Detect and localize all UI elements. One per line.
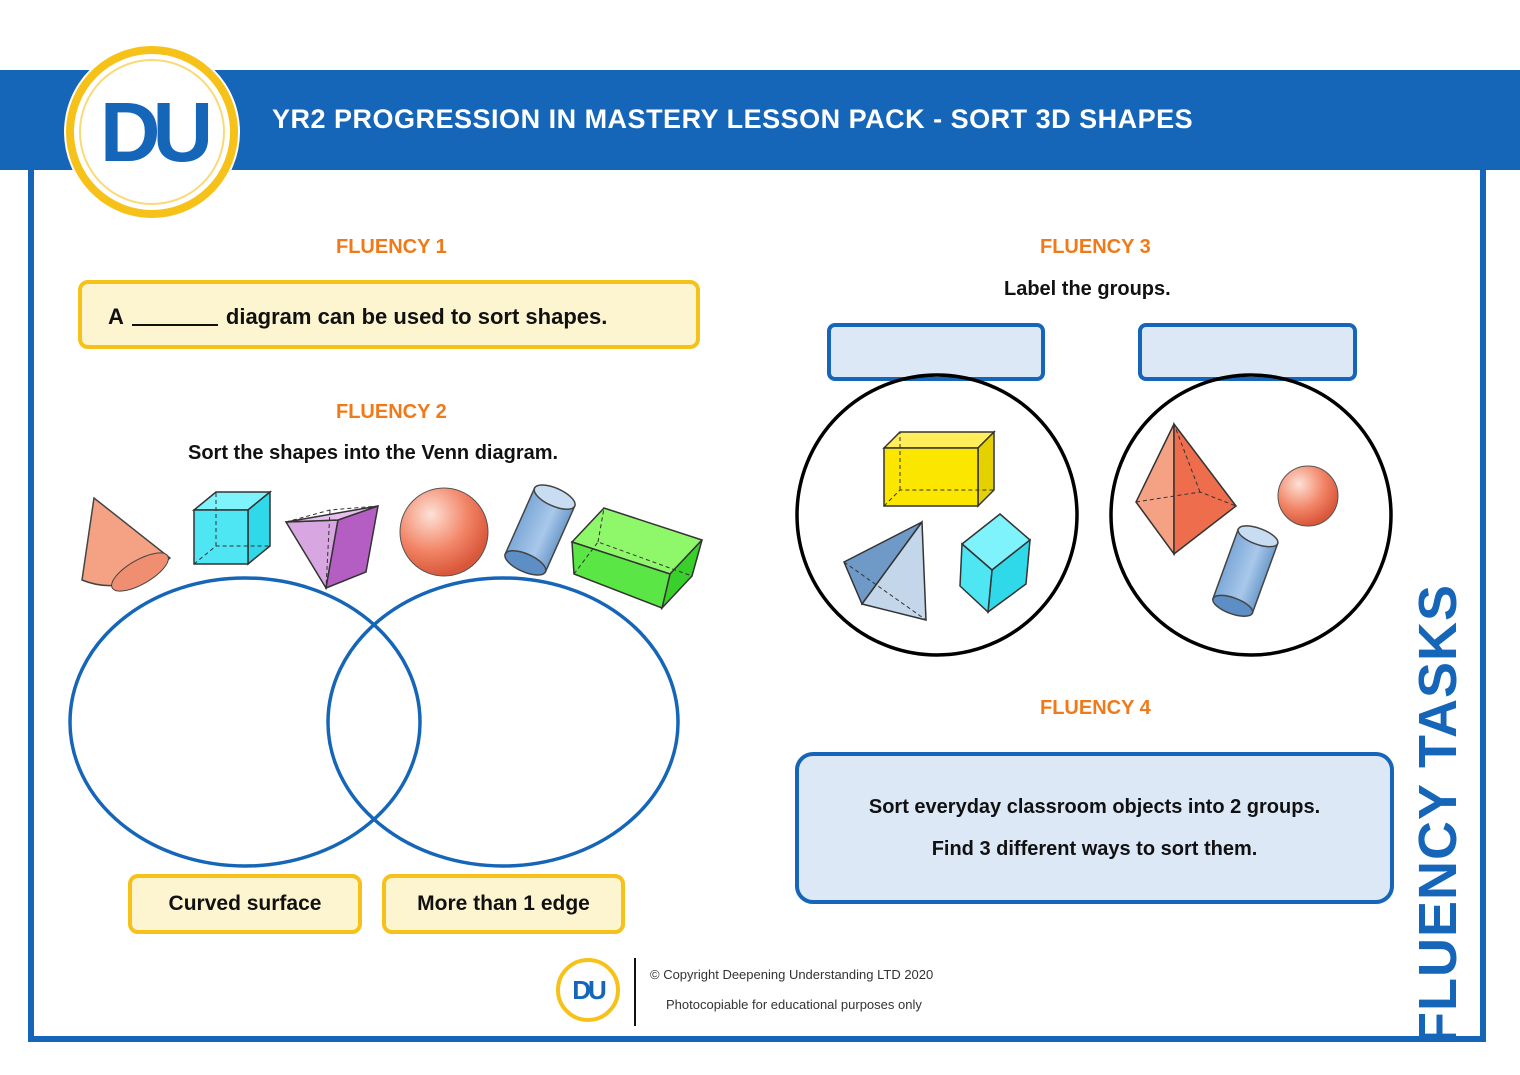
group1-cuboid-icon: [882, 430, 996, 508]
footer-divider: [634, 958, 636, 1026]
group2-square-pyramid-icon: [1135, 421, 1238, 557]
header-bar: [0, 70, 1520, 170]
fluency1-blank[interactable]: [131, 324, 218, 326]
cube-icon[interactable]: [191, 490, 273, 566]
fluency3-groups: [795, 373, 1393, 657]
group2-cylinder-icon: [1211, 525, 1279, 617]
venn-label-curved: Curved surface: [128, 874, 362, 934]
fluency2-instruction: Sort the shapes into the Venn diagram.: [188, 442, 559, 464]
du-logo: DU: [60, 40, 245, 225]
venn-diagram[interactable]: [60, 570, 690, 880]
group2-label-box[interactable]: [1138, 323, 1357, 381]
venn-label-edges: More than 1 edge: [382, 874, 625, 934]
page-frame: [28, 170, 1486, 1042]
cuboid-icon[interactable]: [570, 507, 704, 610]
fluency2-heading: FLUENCY 2: [336, 401, 447, 423]
fluency1-sentence-start: A: [108, 304, 124, 329]
venn-label-edges-text: More than 1 edge: [417, 892, 590, 915]
fluency3-heading: FLUENCY 3: [1040, 236, 1151, 258]
group1-label-box[interactable]: [827, 323, 1045, 381]
fluency2-shapes: [81, 480, 704, 610]
footer-note: Photocopiable for educational purposes o…: [666, 997, 922, 1012]
footer-copyright: © Copyright Deepening Understanding LTD …: [650, 967, 934, 982]
group1-cube-icon: [959, 513, 1032, 614]
fluency1-box: A diagram can be used to sort shapes.: [78, 280, 700, 349]
fluency3-instruction: Label the groups.: [1004, 278, 1171, 300]
fluency1-sentence-end: diagram can be used to sort shapes.: [225, 304, 608, 329]
fluency4-heading: FLUENCY 4: [1040, 697, 1151, 719]
group1-triangular-pyramid-icon: [843, 519, 927, 621]
cone-icon[interactable]: [81, 496, 174, 598]
footer-logo-text: DU: [572, 974, 607, 1005]
fluency4-line2: Find 3 different ways to sort them.: [931, 838, 1258, 860]
cylinder-icon[interactable]: [502, 480, 579, 580]
page-title: YR2 PROGRESSION IN MASTERY LESSON PACK -…: [272, 104, 1194, 134]
sphere-icon[interactable]: [399, 487, 489, 577]
group2-sphere-icon: [1277, 465, 1339, 527]
side-label: FLUENCY TASKS: [1408, 583, 1468, 1045]
square-pyramid-icon[interactable]: [284, 504, 379, 591]
footer-logo: DU: [556, 958, 620, 1022]
venn-label-curved-text: Curved surface: [168, 892, 322, 915]
fluency1-heading: FLUENCY 1: [336, 236, 447, 258]
logo-text: DU: [99, 85, 213, 179]
fluency4-line1: Sort everyday classroom objects into 2 g…: [868, 796, 1321, 818]
fluency4-box: Sort everyday classroom objects into 2 g…: [795, 752, 1394, 904]
